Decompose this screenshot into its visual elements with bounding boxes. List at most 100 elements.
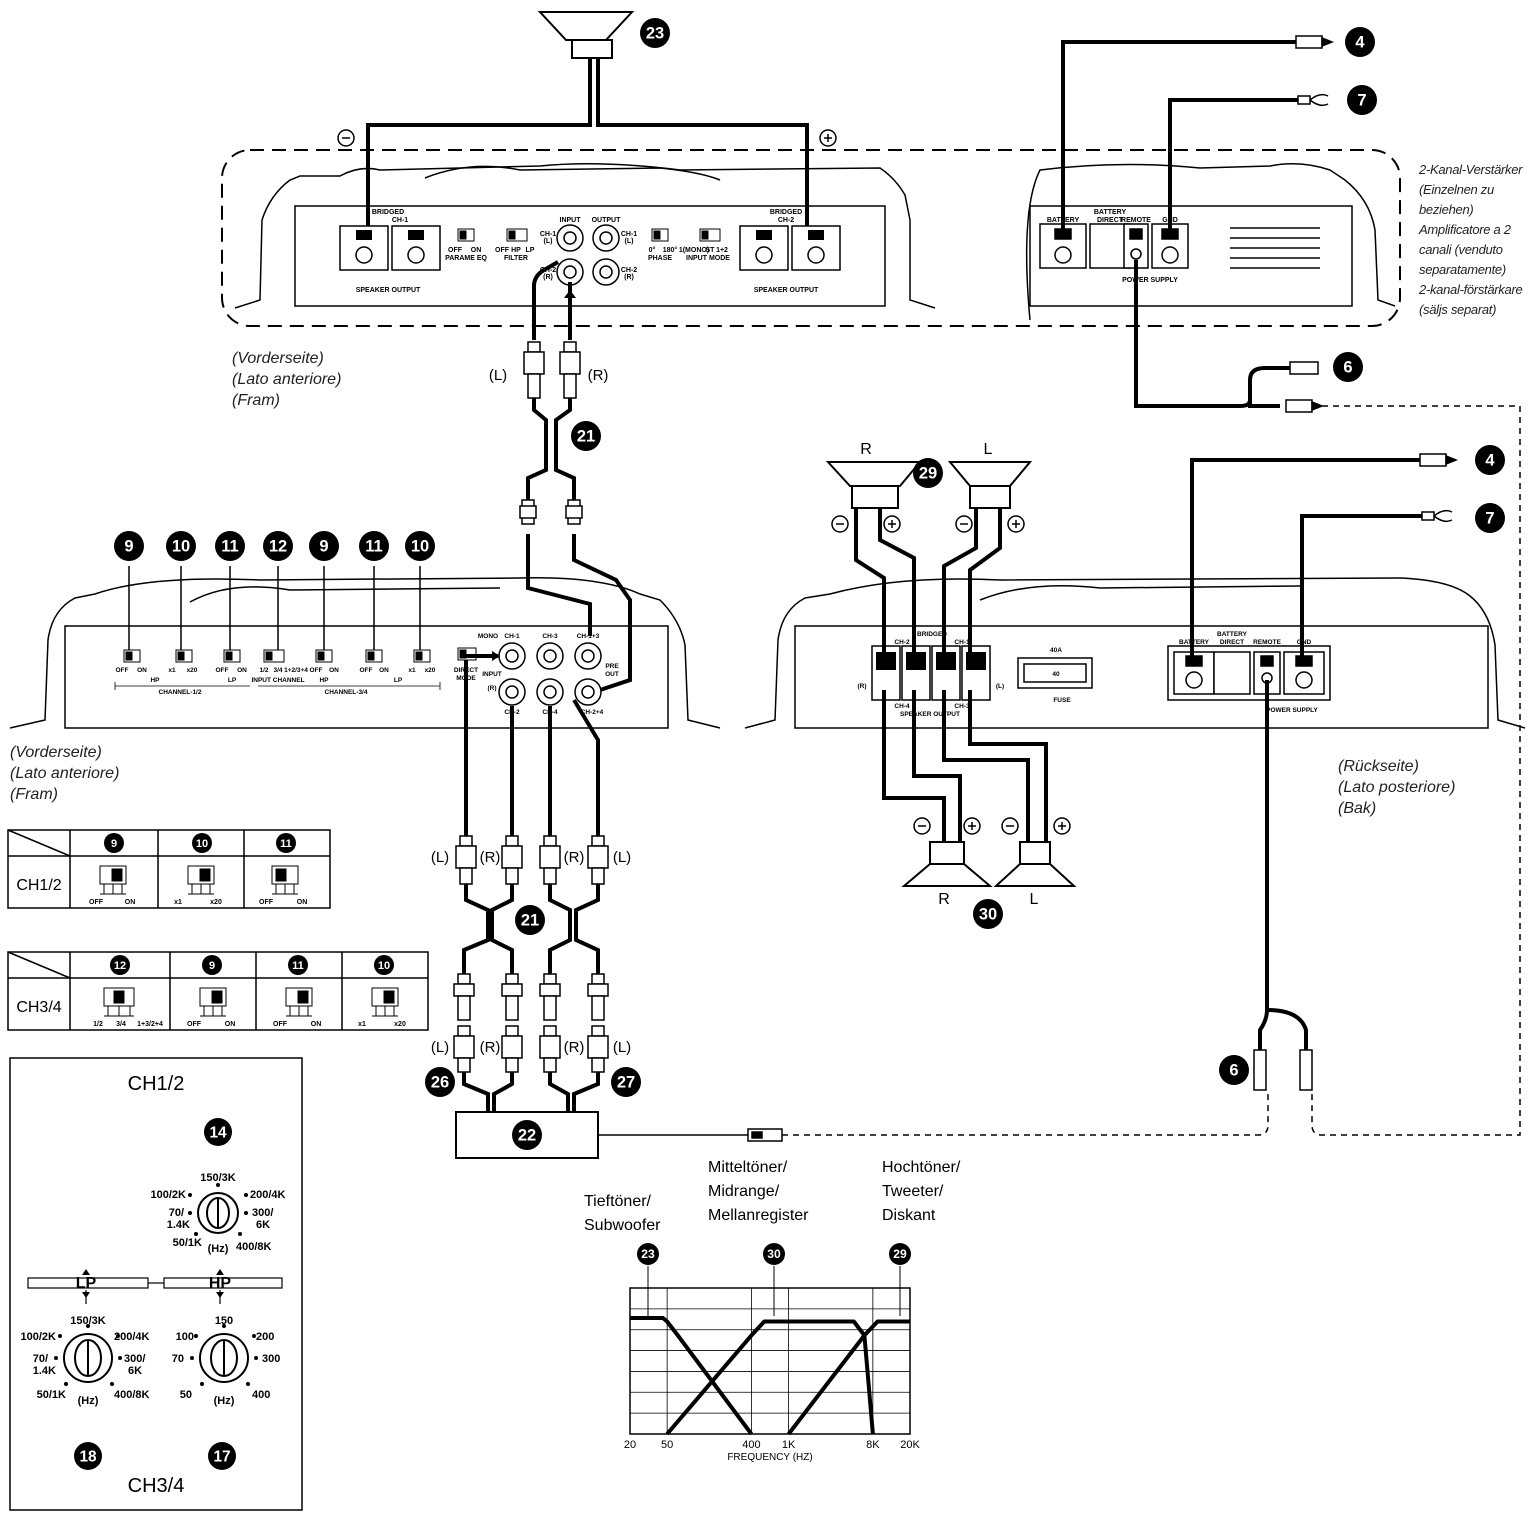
chart-tick-label: 1K xyxy=(782,1439,796,1451)
top-remote-label: REMOTE xyxy=(1121,217,1151,224)
top-amp-parame-eq: PARAME EQ xyxy=(445,255,487,262)
r-gnd: GND xyxy=(1297,639,1312,646)
top-amp-st: ST xyxy=(706,247,716,254)
t34-c1-b: 1+3/2+4 xyxy=(137,1021,163,1028)
switch-table-ch34 xyxy=(7,951,429,1031)
note-line-4: Amplificatore a 2 xyxy=(1419,222,1511,237)
f-ch1: CH-1 xyxy=(504,633,520,640)
f-off-2: OFF xyxy=(216,667,229,674)
t12-c3-a: OFF xyxy=(259,899,274,906)
callout-6: 6 xyxy=(1219,1055,1249,1085)
k-top-200: 200/4K xyxy=(250,1189,286,1201)
top-amp-filter-off: OFF xyxy=(495,247,510,254)
note-line-3: beziehen) xyxy=(1419,202,1474,217)
k-hp-150: 150 xyxy=(215,1315,233,1327)
callout-29-text: 29 xyxy=(919,465,937,483)
t12-c1-b: ON xyxy=(125,899,136,906)
rca-plugs-mid xyxy=(455,835,609,885)
two-channel-amp-frame xyxy=(221,149,1401,327)
chart-tick-label: 50 xyxy=(661,1439,673,1451)
callout-22-text: 22 xyxy=(518,1127,536,1145)
t34-c3-a: OFF xyxy=(273,1021,288,1028)
f-lp-1: LP xyxy=(228,677,237,684)
r-ch4: CH-4 xyxy=(894,703,910,710)
tweeter-r xyxy=(825,461,923,509)
t12-c2-a: x1 xyxy=(174,899,182,906)
top-amp-l: (L) xyxy=(544,238,553,245)
callout-11-text: 11 xyxy=(221,538,238,556)
t12-row-label: CH1/2 xyxy=(16,877,61,894)
k-top-6k: 6K xyxy=(256,1219,270,1231)
callout-7-text: 7 xyxy=(1485,510,1494,528)
top-amp-ch1: CH-1 xyxy=(392,217,408,224)
k-top-100: 100/2K xyxy=(151,1189,187,1201)
rca-21-top-cables xyxy=(526,260,576,500)
xo-mid-2: Midrange/ xyxy=(708,1183,780,1200)
remote-dashed-wire-2 xyxy=(782,1090,1269,1136)
top-amp-bridged: BRIDGED xyxy=(372,209,404,216)
top-amp-rca-jacks xyxy=(556,224,620,286)
table-switch-icons xyxy=(99,865,399,1017)
rca-mid-l2: (L) xyxy=(613,849,631,866)
callout-26: 26 xyxy=(425,1067,455,1097)
top-power-panel xyxy=(1025,163,1396,321)
callout-29-text: 29 xyxy=(893,1247,907,1261)
top-amp-speaker-output-right xyxy=(739,225,841,271)
callout-12-text: 12 xyxy=(114,960,126,972)
top-amp-filter-lp: LP xyxy=(526,247,535,254)
callout-10: 10 xyxy=(405,531,435,561)
remote-dashed-wire xyxy=(1311,405,1521,1136)
chart-tick-label: 20 xyxy=(624,1439,636,1451)
k-lp-50: 50/1K xyxy=(37,1389,66,1401)
rear-fuse xyxy=(1017,657,1093,689)
f-ch13: CH-1+3 xyxy=(577,633,600,640)
chart-series-23 xyxy=(630,1316,754,1436)
note-line-5: canali (venduto xyxy=(1419,242,1503,257)
f-out: OUT xyxy=(605,671,619,678)
f-three4: 3/4 xyxy=(273,667,282,674)
four-channel-amp-rear xyxy=(744,577,1526,729)
r-fuse-rating: 40A xyxy=(1050,647,1062,654)
callout-4-text: 4 xyxy=(1355,34,1365,52)
top-power-supply-label: POWER SUPPLY xyxy=(1122,277,1178,284)
callout-10: 10 xyxy=(192,833,212,853)
callout-14: 14 xyxy=(204,1118,232,1146)
callout-10-text: 10 xyxy=(378,960,390,972)
callout-27: 27 xyxy=(611,1067,641,1097)
callout-7-text: 7 xyxy=(1357,92,1366,110)
rear-label: (Rückseite) (Lato posteriore) (Bak) xyxy=(1338,756,1455,819)
top-amp-ch2: CH-2 xyxy=(778,217,794,224)
lp-hp-arrows xyxy=(82,1269,224,1298)
callout-10: 10 xyxy=(166,531,196,561)
f-off-3: OFF xyxy=(310,667,323,674)
r-fuse: FUSE xyxy=(1053,697,1071,704)
t34-c1-a: 1/2 xyxy=(93,1021,103,1028)
top-amp-1plus2: 1+2 xyxy=(716,247,728,254)
f-x20-1: x20 xyxy=(187,667,198,674)
k-top-14k: 1.4K xyxy=(167,1219,190,1231)
t12-c2-b: x20 xyxy=(210,899,222,906)
polarity-neg-icon xyxy=(337,129,355,147)
r-ch1: CH-1 xyxy=(954,639,970,646)
callout-21: 21 xyxy=(515,905,545,935)
top-connectors xyxy=(1285,35,1335,413)
f-on-4: ON xyxy=(379,667,389,674)
k-top-hz: (Hz) xyxy=(208,1243,229,1255)
f-on-3: ON xyxy=(329,667,339,674)
callout-4: 4 xyxy=(1475,445,1505,475)
top-amp-mono: 1(MONO) xyxy=(679,247,709,254)
r-remote: REMOTE xyxy=(1253,639,1281,646)
t34-c3-b: ON xyxy=(311,1021,322,1028)
chart-tick-label: 400 xyxy=(742,1439,760,1451)
callout-6-text: 6 xyxy=(1343,359,1352,377)
front-label-bottom: (Vorderseite) (Lato anteriore) (Fram) xyxy=(10,742,119,805)
f-hp-1: HP xyxy=(150,677,160,684)
top-amp-output: OUTPUT xyxy=(592,217,622,224)
callout-21: 21 xyxy=(571,421,601,451)
top-amp-r-out: (R) xyxy=(624,274,634,281)
k-hp-300: 300 xyxy=(262,1353,280,1365)
callout-11-text: 11 xyxy=(292,960,304,972)
f-pre: PRE xyxy=(605,663,619,670)
rear-power-wires xyxy=(1190,458,1422,1050)
f-channel-34: CHANNEL-3/4 xyxy=(325,689,368,696)
